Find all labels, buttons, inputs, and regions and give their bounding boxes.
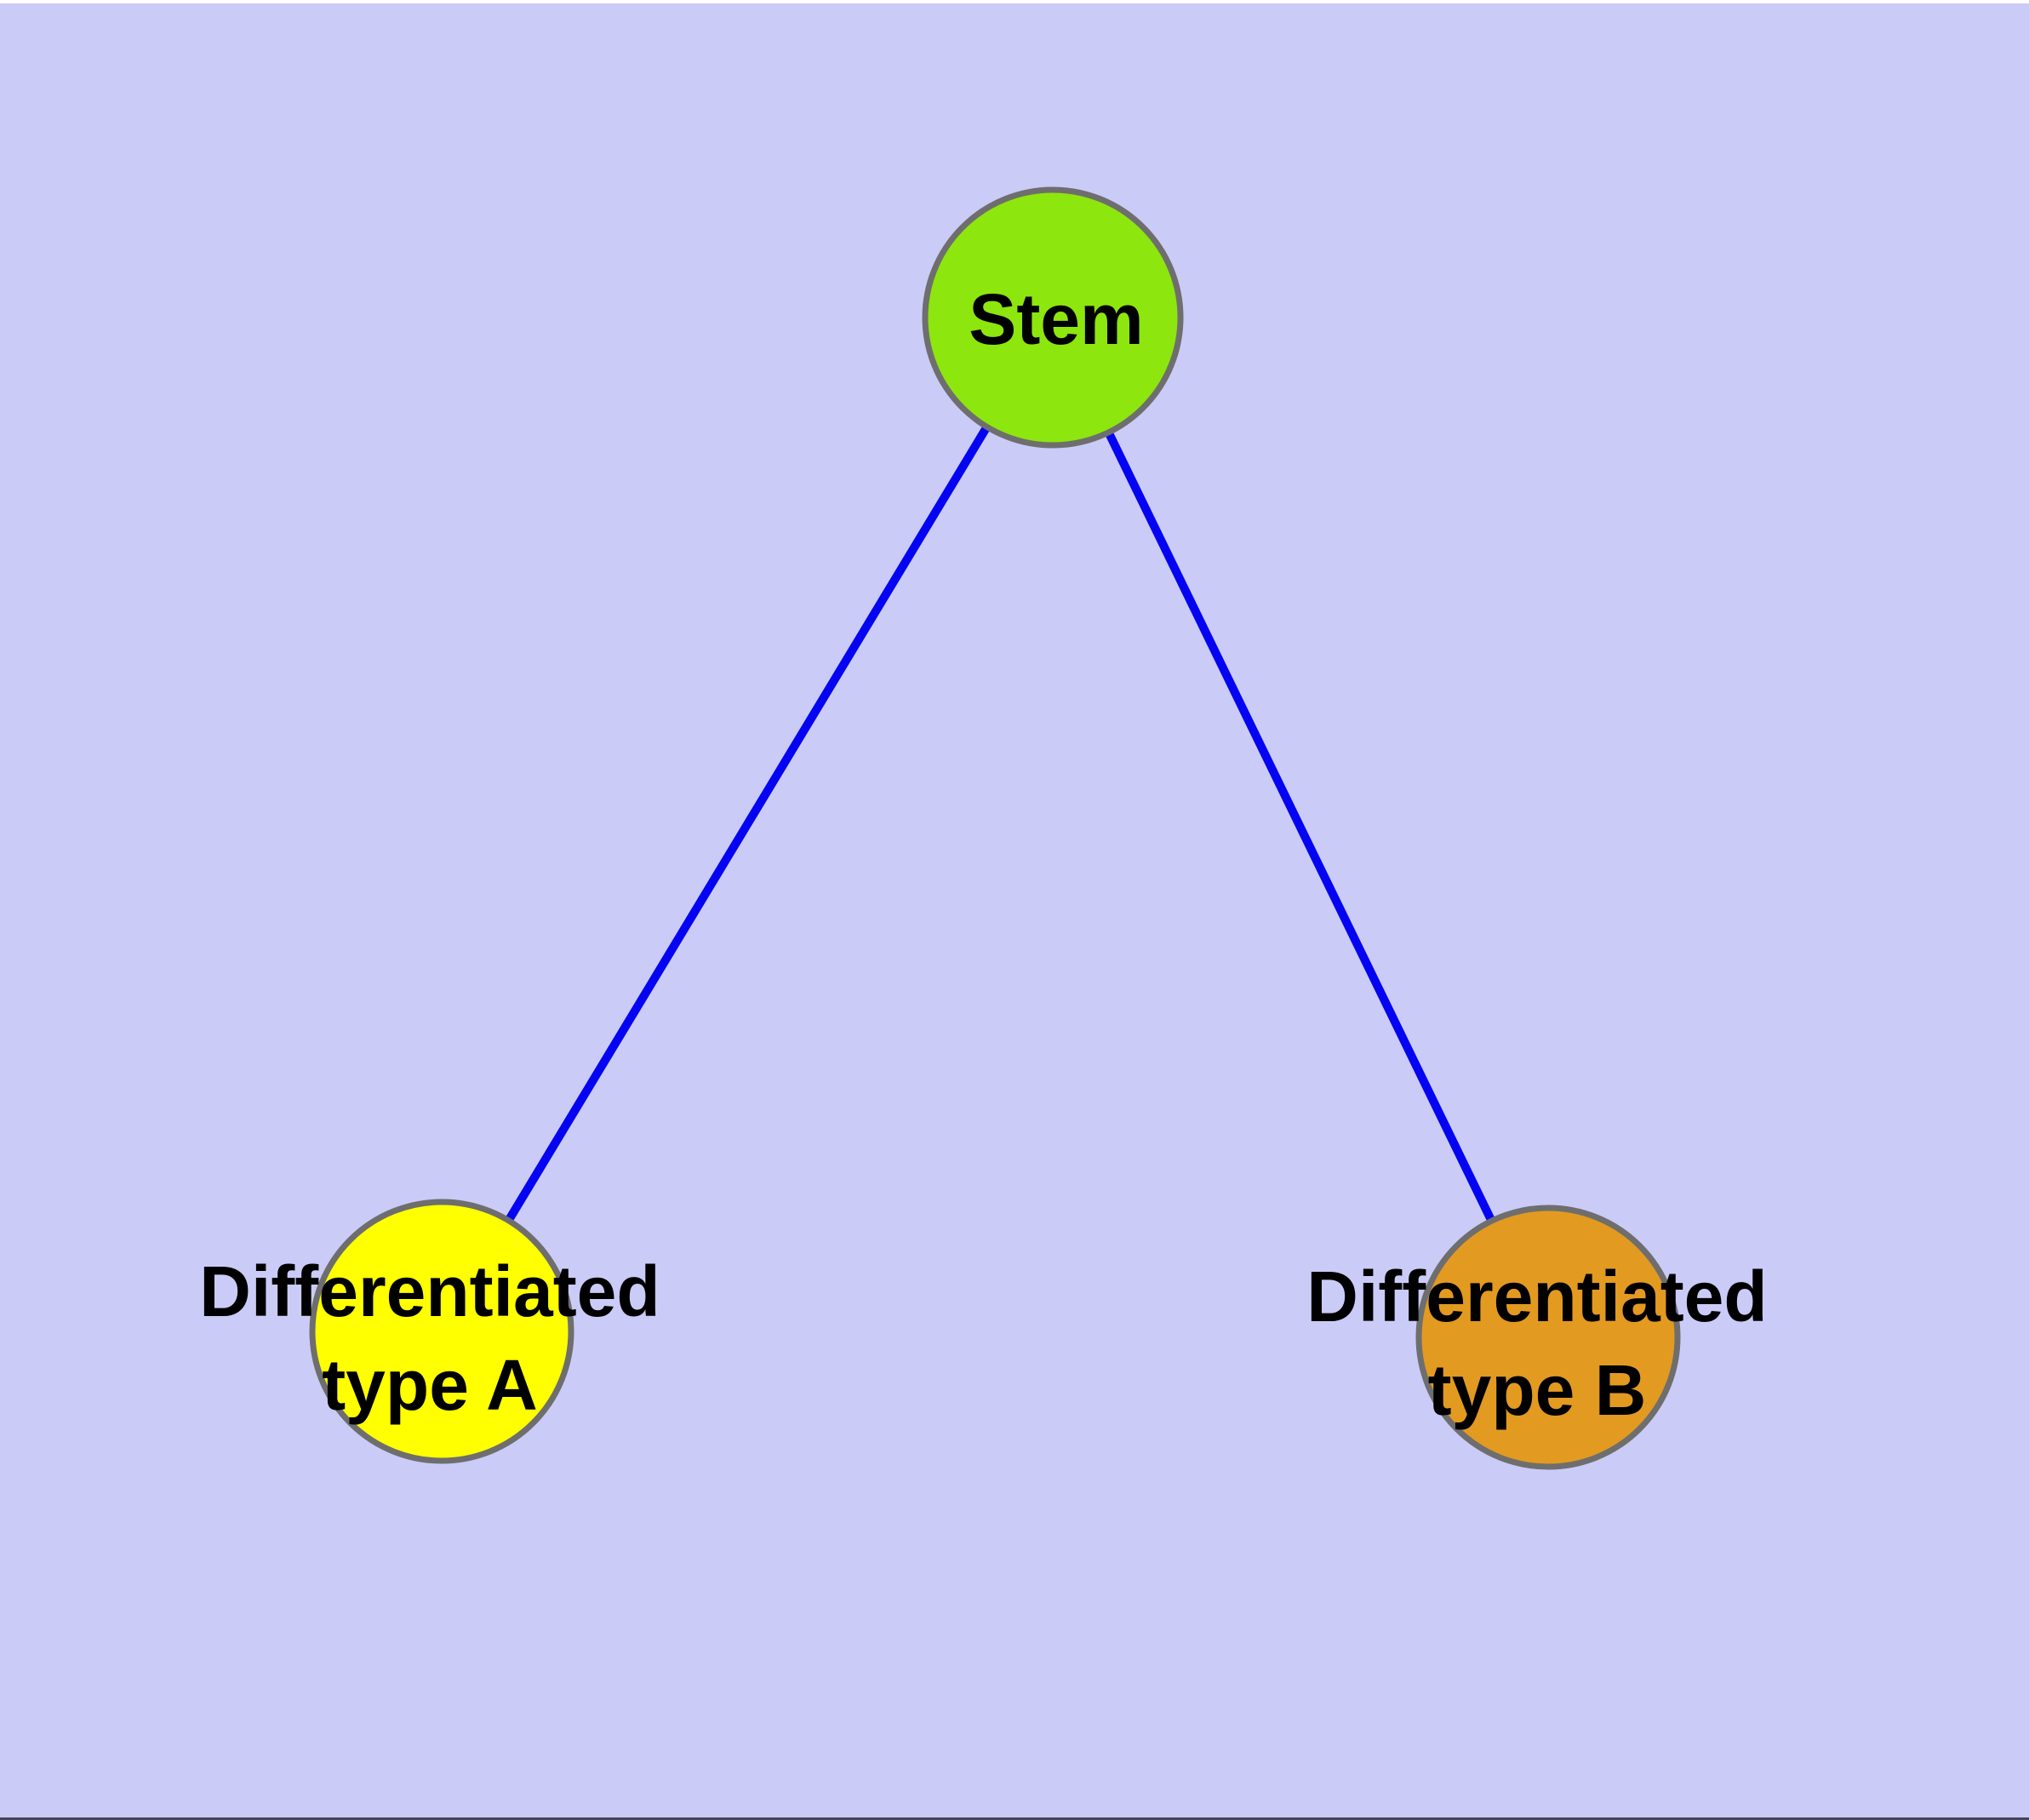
edge-stem-to-type-b: [1049, 315, 1552, 1340]
node-stem-circle: [922, 186, 1184, 449]
edge-stem-to-type-a: [437, 315, 1057, 1334]
top-edge-border: [0, 0, 2029, 3]
bottom-edge-border: [0, 1817, 2029, 1820]
node-type-b-circle: [1415, 1205, 1681, 1470]
node-type-a-circle: [309, 1199, 574, 1464]
